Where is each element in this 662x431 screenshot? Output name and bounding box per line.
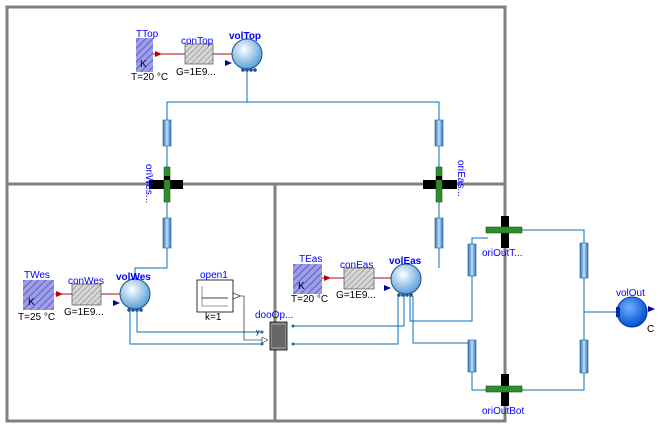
volEas-label: volEas (389, 256, 422, 267)
conTop-param: G=1E9... (176, 67, 216, 78)
pipes (162, 119, 589, 374)
pipe-out-top-right (579, 242, 589, 279)
conTop-label: conTop (181, 36, 214, 47)
TEas-unit: K (298, 281, 305, 292)
door-label: dooOp... (255, 310, 293, 321)
room-walls (5, 5, 507, 423)
volOut-volume[interactable]: volOut C (616, 288, 655, 335)
door-component[interactable]: dooOp... y (255, 310, 295, 351)
volWes-label: volWes (116, 272, 151, 283)
conEas-label: conEas (340, 260, 373, 271)
TWes-source[interactable]: K TWes T=25 °C (18, 270, 63, 323)
oriOutTop-label: oriOutT... (482, 248, 523, 259)
TEas-label: TEas (299, 254, 322, 265)
pipe-out-top-left (467, 243, 477, 277)
conWes-conductor[interactable]: conWes G=1E9... (64, 276, 104, 318)
pipe-wes-lower (162, 217, 172, 249)
volTop-label: volTop (229, 31, 261, 42)
TEas-source[interactable]: K TEas T=20 °C (291, 254, 331, 305)
oriOutBot-orifice[interactable]: oriOutBot (482, 374, 524, 417)
pipe-eas-upper (434, 119, 444, 147)
pipe-eas-lower (434, 217, 444, 249)
conTop-conductor[interactable]: conTop G=1E9... (176, 36, 216, 78)
conWes-label: conWes (68, 276, 104, 287)
TTop-unit: K (140, 59, 147, 70)
oriEas-orifice[interactable]: oriEas... (423, 160, 466, 203)
TTop-param: T=20 °C (131, 72, 168, 83)
volEas-volume[interactable]: volEas (384, 256, 422, 297)
oriOutBot-label: oriOutBot (482, 406, 524, 417)
heat-lines (55, 53, 392, 295)
oriOutTop-orifice[interactable]: oriOutT... (482, 216, 523, 259)
open1-param: k=1 (205, 312, 222, 323)
TWes-param: T=25 °C (18, 312, 55, 323)
oriEas-label: oriEas... (455, 160, 466, 197)
conEas-param: G=1E9... (336, 290, 376, 301)
volOut-label: volOut (616, 288, 645, 299)
TTop-source[interactable]: K TTop T=20 °C (131, 29, 168, 83)
conEas-conductor[interactable]: conEas G=1E9... (336, 260, 376, 301)
oriWes-orifice[interactable]: oriWes... (143, 164, 183, 203)
oriWes-label: oriWes... (143, 164, 154, 203)
pipe-out-bot-right (579, 339, 589, 374)
TEas-param: T=20 °C (291, 294, 328, 305)
open1-label: open1 (200, 270, 228, 281)
TWes-unit: K (28, 297, 35, 308)
volOut-param: C (647, 324, 654, 335)
fluid-lines (129, 70, 620, 391)
pipe-out-bot-left (467, 339, 477, 373)
volTop-volume[interactable]: volTop (225, 31, 263, 72)
TWes-label: TWes (24, 270, 50, 281)
door-port-y: y (256, 329, 260, 336)
TTop-label: TTop (136, 29, 159, 40)
volWes-volume[interactable]: volWes (113, 272, 151, 312)
pipe-wes-upper (162, 119, 172, 147)
conWes-param: G=1E9... (64, 307, 104, 318)
open1-source[interactable]: open1 k=1 (196, 270, 262, 341)
